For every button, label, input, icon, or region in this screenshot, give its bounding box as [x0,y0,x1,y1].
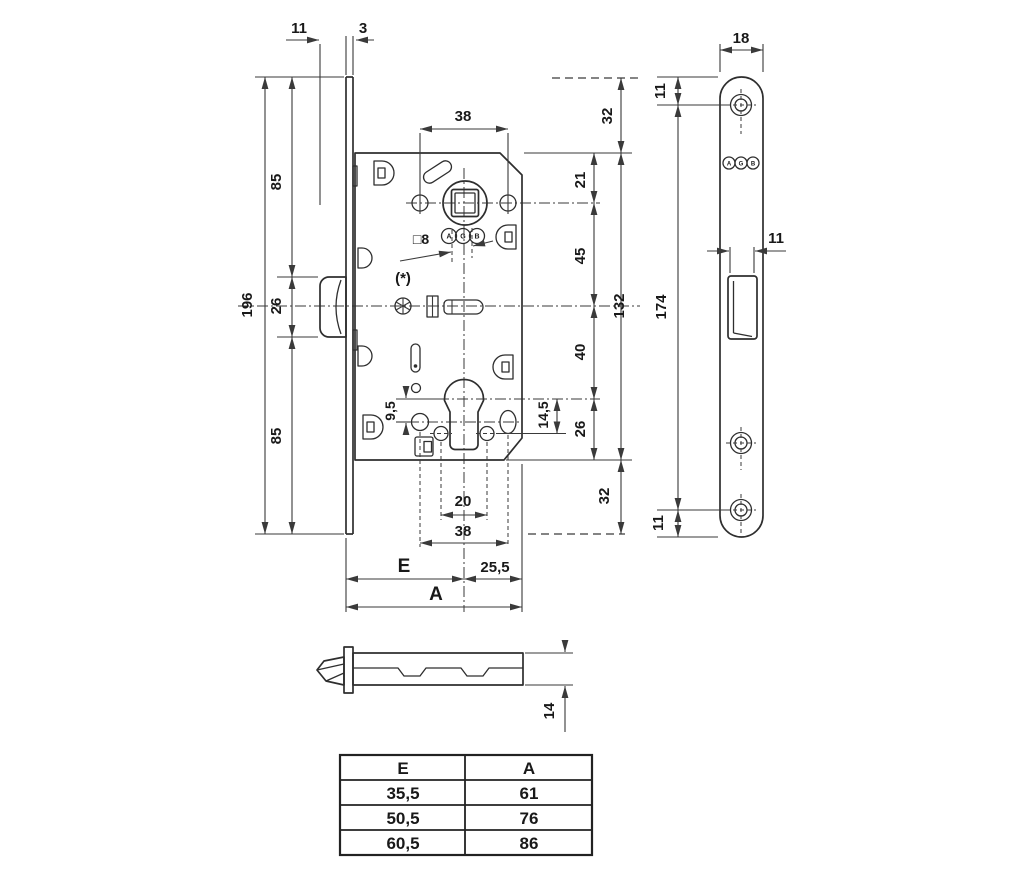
dim-45: 45 [572,248,589,265]
dim-132: 132 [611,293,628,318]
dim-26-right: 26 [572,421,589,438]
dimensions-table: E A 35,5 61 50,5 76 60,5 86 [338,753,594,857]
dim-25-5: 25,5 [480,559,509,576]
hole-offset-dimension: 9,5 [382,386,438,435]
right-dimensions: 32 21 45 132 40 26 32 14,5 [496,77,642,535]
logo-letter: G [739,162,744,168]
dim-spindle-square: □8 [413,231,429,247]
dim-backset-E: E [398,556,411,577]
dim-faceplate-thickness: 3 [359,20,367,37]
table-cell: 50,5 [386,809,419,828]
dim-latch-height: 26 [268,298,285,315]
dim-40: 40 [572,344,589,361]
dim-top-overhang: 32 [599,108,616,125]
logo-letter: G [460,234,466,241]
table-cell: 61 [520,784,539,803]
retainer-clip-lower-right [492,354,514,380]
dim-strike-width: 18 [733,30,750,47]
logo-letter: B [474,234,479,241]
fixing-hole-left [410,412,430,432]
strike-plate-outline [719,76,764,538]
dim-latch-protrusion: 11 [291,20,307,37]
table-header-A: A [523,759,535,778]
lock-body-view: A G B [354,152,523,461]
retainer-clip-lower-left [362,414,384,440]
latch-body-side [352,652,524,686]
table-header-E: E [397,759,408,778]
spindle-square-hole [450,188,480,218]
bottom-dimensions: 20 38 E 25,5 A [345,432,523,612]
top-dimension-38: 38 [419,108,509,214]
dim-top-85: 85 [268,174,285,191]
strike-plate-view: A G B [719,76,764,538]
dim-handle-span: 38 [455,108,472,125]
dim-strike-top-screw: 11 [652,83,669,99]
latch-side-view: 14 [316,640,573,732]
logo-letter: A [727,162,732,168]
strike-screw-middle [729,431,753,455]
latch-slot [727,275,758,340]
dim-9-5: 9,5 [382,401,398,421]
spindle-dimension: □8 (*) [395,228,494,287]
center-lines [238,168,640,612]
strike-screw-bottom [729,498,753,522]
table-cell: 86 [520,834,539,853]
logo-letter: A [446,234,451,241]
note-asterisk: (*) [395,270,411,287]
spring-clip-bottom [357,345,373,367]
bolt-pin [443,299,484,315]
small-hole [410,382,422,394]
latch-bolt-front [319,276,347,338]
deadbolt-mechanism [394,295,484,318]
dim-bottom-overhang: 32 [596,488,613,505]
vertical-slot [410,343,421,373]
table-cell: 60,5 [386,834,419,853]
retainer-clip-right [495,224,517,250]
dim-faceplate-length: 196 [239,292,256,317]
dim-strike-bottom-screw: 11 [650,515,667,531]
dim-latch-slot-width: 11 [768,230,784,247]
latch-head-wedge [316,656,345,686]
strike-screw-top [729,93,753,117]
spring-clip-top [357,247,373,269]
table-cell: 76 [520,809,539,828]
agb-logo-body: A G B [440,227,486,245]
dim-latch-height-side: 14 [541,702,558,719]
oblong-slot [422,160,453,184]
follower-circle [442,180,488,226]
dim-total-A: A [429,584,443,605]
table-cell: 35,5 [386,784,419,803]
dim-cylinder-hole-span: 38 [455,523,472,540]
dim-14-5: 14,5 [535,401,551,428]
dim-21: 21 [572,172,589,189]
faceplate-cross-section [343,646,354,694]
dim-screw-span: 20 [455,493,472,510]
screw-channel [414,436,434,457]
dim-strike-span: 174 [653,294,670,320]
dim-bottom-85: 85 [268,428,285,445]
retainer-clip-top-left [373,160,395,186]
left-dimensions: 11 3 196 85 26 85 [239,20,374,535]
euro-cylinder-hole [443,378,485,451]
faceplate-edge-view [319,76,373,535]
strike-plate-dimensions: 18 11 174 11 11 [650,30,786,538]
logo-letter: B [751,162,756,168]
agb-logo-strike: A G B [722,156,760,170]
lock-body-outline [354,152,523,461]
